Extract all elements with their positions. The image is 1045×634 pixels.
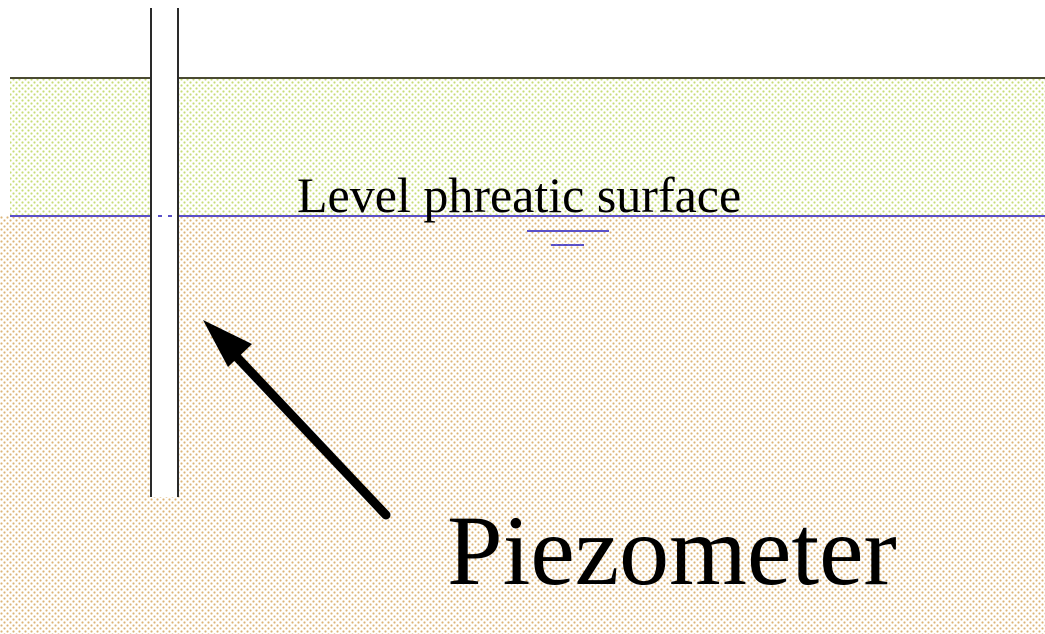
water-table-label: Level phreatic surface: [297, 167, 741, 223]
piezometer-label: Piezometer: [447, 495, 897, 606]
piezometer-pipe-interior: [152, 8, 177, 497]
unsaturated-soil-layer: [10, 78, 1045, 216]
water-table-symbol-icon: [527, 230, 609, 246]
arrow-icon: [203, 320, 391, 520]
